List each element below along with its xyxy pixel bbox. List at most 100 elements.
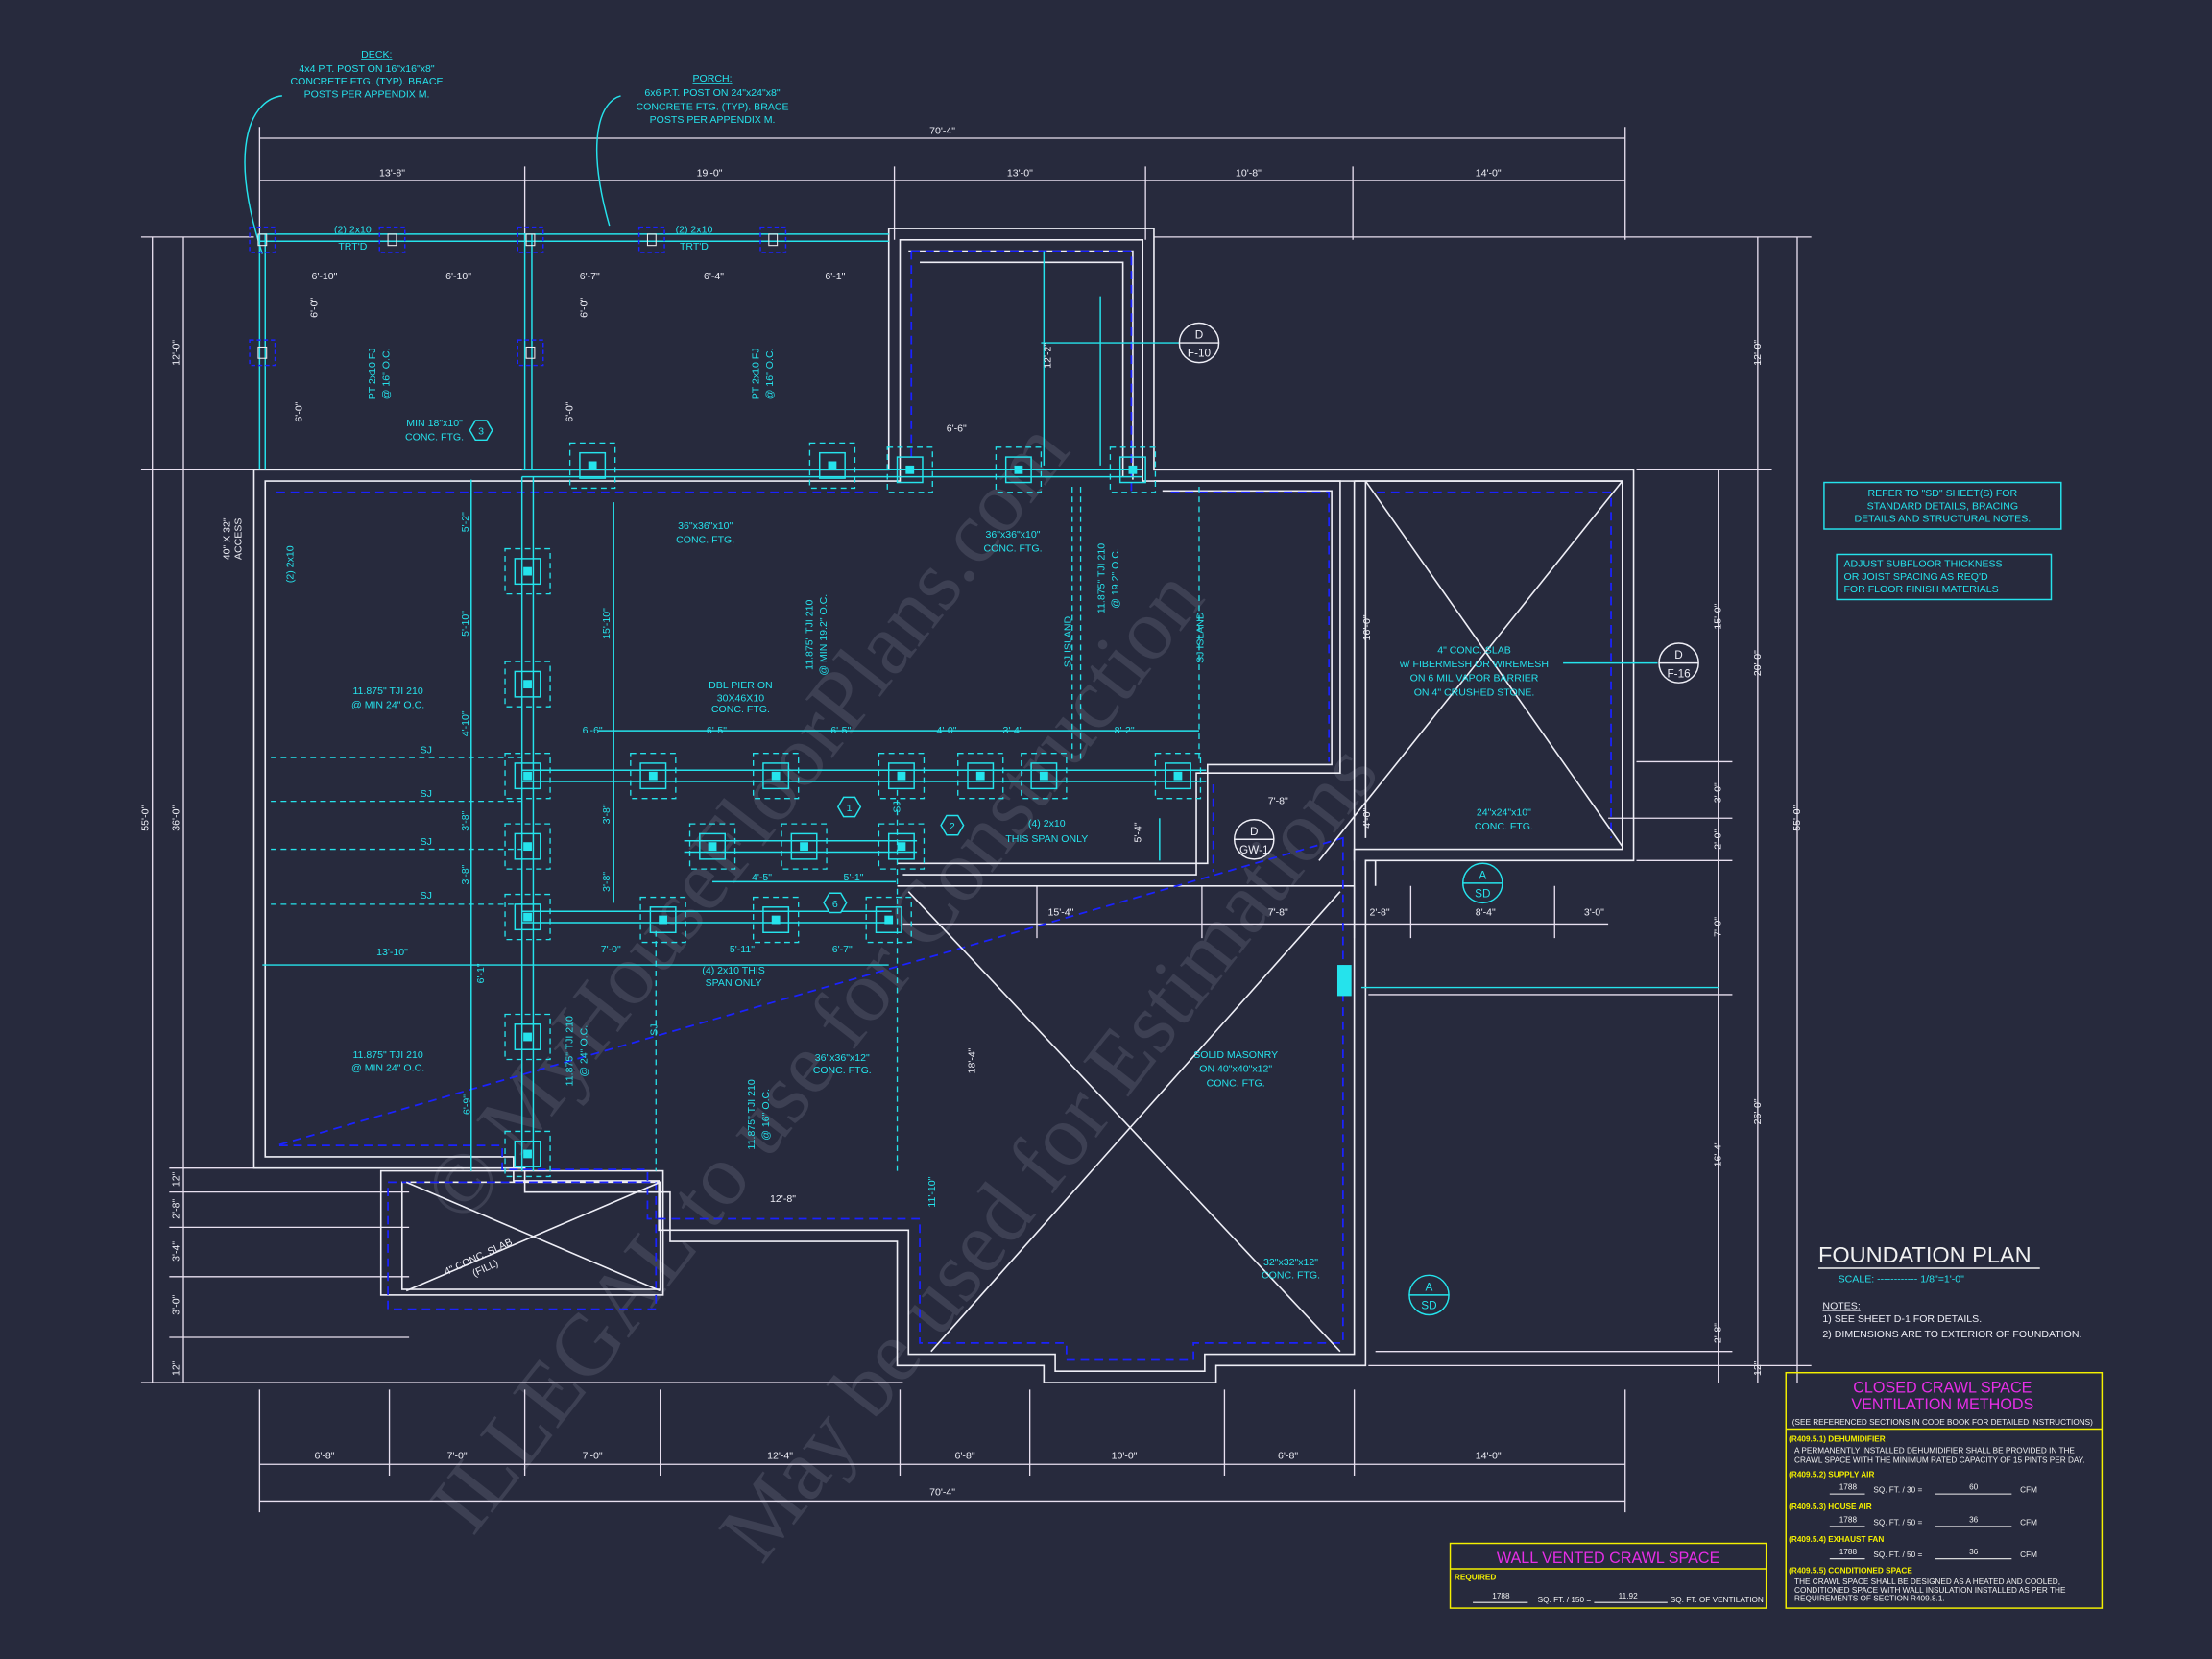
cfm-value: 36 bbox=[1969, 1515, 1979, 1524]
plan-callout: ON 4" CRUSHED STONE. bbox=[1414, 686, 1535, 698]
plan-callout: MIN 18"x10" bbox=[406, 418, 463, 429]
unit-label: SQ. FT. OF VENTILATION bbox=[1671, 1596, 1764, 1604]
plan-callout: @ 16" O.C. bbox=[760, 1089, 772, 1141]
plan-title: FOUNDATION PLAN bbox=[1818, 1242, 2032, 1267]
plan-callout: @ MIN 24" O.C. bbox=[351, 1062, 424, 1073]
pier-footing bbox=[504, 893, 551, 941]
hex-tag: 2 bbox=[940, 814, 965, 836]
dimension-label: 6'-8" bbox=[314, 1450, 334, 1461]
dimension-label: 55'-0" bbox=[1791, 805, 1803, 831]
plan-callout: 11.875" TJI 210 bbox=[1096, 543, 1108, 613]
plan-callout: 6'-6" bbox=[947, 423, 967, 435]
plan-callout: (4) 2x10 bbox=[1028, 818, 1066, 830]
pier-footing bbox=[752, 752, 800, 800]
hidden-footing-lines bbox=[276, 250, 1612, 1361]
porch-note: PORCH: 6x6 P.T. POST ON 24"x24"x8" CONCR… bbox=[637, 73, 789, 126]
porch-note-line: 6x6 P.T. POST ON 24"x24"x8" bbox=[644, 87, 780, 99]
porch-note-line: POSTS PER APPENDIX M. bbox=[650, 114, 776, 126]
plan-callout: 6'-5" bbox=[830, 725, 851, 736]
plan-callout: SJ bbox=[891, 801, 902, 812]
dimension-label: 12'-4" bbox=[767, 1450, 793, 1461]
plan-callout: CONC. FTG. bbox=[711, 704, 770, 715]
plan-callout: 11.875" TJI 210 bbox=[565, 1016, 576, 1086]
refer-note-box: REFER TO "SD" SHEET(S) FOR STANDARD DETA… bbox=[1823, 481, 2062, 530]
detail-marker-top: D bbox=[1674, 649, 1682, 661]
plan-callout: 6'-0" bbox=[309, 298, 321, 318]
section-heading: (R409.5.3) HOUSE AIR bbox=[1789, 1503, 1872, 1511]
plan-callout: @ 24" O.C. bbox=[578, 1025, 589, 1077]
dimension-label: 3'-4" bbox=[171, 1241, 182, 1262]
plan-callout: CONC. FTG. bbox=[676, 535, 734, 546]
hex-tag: 6 bbox=[823, 892, 848, 914]
detail-marker: DF-10 bbox=[1178, 322, 1220, 364]
area-value: 1788 bbox=[1492, 1592, 1510, 1600]
plan-callout: 4'-5" bbox=[752, 872, 772, 883]
plan-callout: 30X46X10 bbox=[717, 692, 764, 704]
dimension-label: 12" bbox=[1752, 1360, 1764, 1376]
detail-marker-top: D bbox=[1250, 826, 1259, 838]
pier-footing bbox=[504, 823, 551, 870]
plan-callout: SJ ISLAND bbox=[1194, 612, 1206, 663]
detail-marker-top: A bbox=[1479, 869, 1486, 881]
pier-footing bbox=[504, 1130, 551, 1178]
plan-callout: 24"x24"x10" bbox=[1477, 806, 1531, 818]
pier-footing bbox=[1109, 446, 1157, 493]
pier-footing bbox=[688, 823, 736, 870]
plan-callout: 6'-5" bbox=[707, 725, 727, 736]
dimension-label: 14'-0" bbox=[1476, 168, 1502, 180]
pier-footing bbox=[504, 661, 551, 708]
required-label: REQUIRED bbox=[1455, 1574, 1496, 1582]
plan-callout: 11.875" TJI 210 bbox=[352, 685, 422, 697]
adjust-note-line: ADJUST SUBFLOOR THICKNESS bbox=[1843, 559, 2002, 570]
dimension-label: 19'-0" bbox=[697, 168, 723, 180]
dimension-label: 26'-0" bbox=[1752, 1098, 1764, 1124]
plan-callout: 3'-0" bbox=[1584, 907, 1604, 919]
plan-callout: @ MIN 19.2" O.C. bbox=[818, 594, 830, 676]
unit-label: CFM bbox=[2020, 1518, 2037, 1527]
detail-marker-bottom: SD bbox=[1475, 888, 1490, 901]
deck-note: DECK: 4x4 P.T. POST ON 16"x16"x8" CONCRE… bbox=[291, 49, 444, 100]
hex-tag-label: 2 bbox=[950, 821, 955, 832]
plan-callout: 15'-10" bbox=[601, 608, 613, 639]
section-text: A PERMANENTLY INSTALLED DEHUMIDIFIER SHA… bbox=[1794, 1446, 2075, 1455]
dimension-label: 12'-0" bbox=[171, 340, 182, 366]
section-heading: (R409.5.2) SUPPLY AIR bbox=[1789, 1470, 1874, 1479]
detail-marker: A SD bbox=[1462, 862, 1503, 904]
plan-callout: 6'-1" bbox=[825, 271, 845, 282]
plan-callout: w/ FIBERMESH OR WIREMESH bbox=[1399, 659, 1549, 670]
plan-callout: (2) 2x10 bbox=[676, 224, 713, 235]
pier-footing bbox=[886, 446, 933, 493]
detail-marker-bottom: GW-1 bbox=[1239, 844, 1268, 856]
section-text: THE CRAWL SPACE SHALL BE DESIGNED AS A H… bbox=[1794, 1577, 2060, 1586]
dimension-label: 16'-4" bbox=[1713, 1141, 1724, 1166]
hex-tag: 1 bbox=[836, 796, 862, 818]
plan-callout: PT 2x10 FJ bbox=[751, 348, 762, 399]
notes-heading: NOTES: bbox=[1822, 1301, 1860, 1312]
divisor-label: SQ. FT. / 50 = bbox=[1873, 1518, 1922, 1527]
plan-callout: 6'-7" bbox=[832, 944, 853, 955]
pier-footing bbox=[752, 896, 800, 944]
deck-note-line: CONCRETE FTG. (TYP). BRACE bbox=[291, 76, 444, 87]
plan-callout: CONC. FTG. bbox=[813, 1065, 872, 1076]
dimension-label: 6'-8" bbox=[1278, 1450, 1298, 1461]
detail-marker: D GW-1 bbox=[1233, 818, 1275, 860]
hex-tag-label: 6 bbox=[832, 899, 838, 910]
dimension-label: 70'-4" bbox=[929, 1487, 955, 1499]
section-heading: (R409.5.1) DEHUMIDIFIER bbox=[1789, 1435, 1886, 1444]
plan-scale: SCALE: ------------ 1/8"=1'-0" bbox=[1839, 1274, 1965, 1286]
pier-footing bbox=[957, 752, 1004, 800]
plan-callout: 5'-1" bbox=[843, 872, 863, 883]
plan-callout: 6'-10" bbox=[445, 271, 471, 282]
divisor-label: SQ. FT. / 150 = bbox=[1538, 1596, 1592, 1604]
plan-callout: 11.875" TJI 210 bbox=[746, 1079, 757, 1149]
plan-callout: SOLID MASONRY bbox=[1193, 1049, 1278, 1061]
plan-callout: PT 2x10 FJ bbox=[367, 348, 378, 399]
plan-callout: 4'-0" bbox=[1361, 807, 1373, 828]
table-title: VENTILATION METHODS bbox=[1851, 1396, 2033, 1413]
plan-callout: SJ bbox=[421, 788, 432, 800]
pier-footing bbox=[568, 442, 616, 490]
plan-callout: 4'-0" bbox=[936, 725, 956, 736]
dimension-label: 6'-8" bbox=[955, 1450, 975, 1461]
pier-footing bbox=[808, 442, 856, 490]
